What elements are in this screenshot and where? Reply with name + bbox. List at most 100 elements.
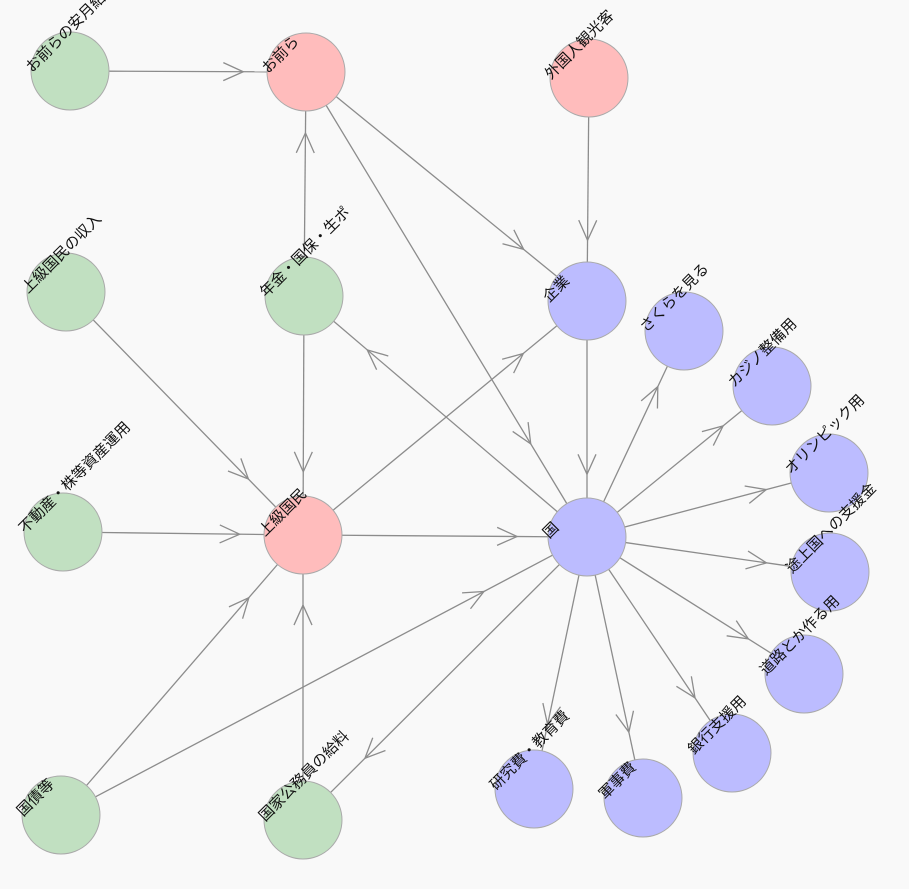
- node-circle[interactable]: [263, 780, 343, 860]
- edge-line: [625, 541, 792, 568]
- edge-gaikokujin-to-kigyou: [578, 116, 598, 263]
- edge-line: [341, 534, 549, 538]
- edge-line: [608, 569, 711, 721]
- edge-koumuin-to-joukyu: [293, 574, 313, 781]
- edge-kigyou-to-kuni: [577, 340, 597, 498]
- edge-line: [303, 110, 307, 258]
- edge-kuni-to-kenkyuu: [541, 575, 580, 751]
- arrow-head-icon: [640, 385, 659, 409]
- edge-kuni-to-gunji: [594, 574, 636, 761]
- arrow-head-icon: [744, 485, 768, 504]
- node-kenkyuu[interactable]: 研究費・教育費: [486, 707, 574, 829]
- arrow-head-icon: [701, 424, 725, 446]
- edge-kokusai-to-kuni: [95, 554, 553, 798]
- node-omaera[interactable]: お前ら: [258, 32, 346, 112]
- arrow-head-icon: [542, 702, 562, 727]
- node-kuni[interactable]: 国: [539, 497, 627, 577]
- edge-line: [335, 96, 558, 277]
- arrow-head-icon: [295, 131, 315, 154]
- edge-omaera-to-kuni: [325, 105, 568, 504]
- node-nenkin[interactable]: 年金・国保・生ポ: [256, 203, 354, 336]
- arrow-head-icon: [512, 422, 532, 446]
- edge-line: [92, 319, 277, 508]
- node-circle[interactable]: [732, 346, 812, 426]
- node-circle[interactable]: [23, 492, 103, 572]
- arrow-head-icon: [363, 737, 386, 760]
- edge-kuni-to-koumuin: [330, 564, 560, 793]
- arrow-head-icon: [745, 550, 769, 570]
- edge-line: [616, 410, 743, 513]
- edge-joukyu-shunyu-to-joukyu: [92, 319, 277, 508]
- node-circle[interactable]: [644, 291, 724, 371]
- edge-kokusai-to-joukyu: [86, 564, 278, 786]
- edge-line: [603, 366, 668, 502]
- node-circle[interactable]: [266, 32, 346, 112]
- edge-fudousan-to-joukyu: [101, 524, 265, 544]
- edge-kuni-to-douro: [619, 557, 772, 654]
- arrow-head-icon: [366, 348, 389, 370]
- edge-kuni-to-nenkin: [333, 320, 558, 513]
- node-circle[interactable]: [547, 261, 627, 341]
- arrow-head-icon: [676, 676, 696, 700]
- node-circle[interactable]: [21, 775, 101, 855]
- edge-omaera-to-kigyou: [335, 96, 558, 277]
- node-fudousan[interactable]: 不動産・株等資産運用: [15, 418, 134, 572]
- node-circle[interactable]: [494, 749, 574, 829]
- node-circle[interactable]: [263, 495, 343, 575]
- edge-nenkin-to-joukyu: [293, 334, 313, 497]
- arrow-head-icon: [496, 526, 519, 546]
- edge-line: [86, 564, 278, 786]
- arrow-head-icon: [502, 229, 525, 251]
- node-ginkou[interactable]: 銀行支援用: [684, 692, 772, 793]
- edge-kuni-to-sakura: [603, 366, 668, 502]
- edge-joukyu-to-kigyou: [332, 325, 558, 511]
- node-joukyu-shunyu[interactable]: 上級国民の収入: [18, 210, 106, 332]
- arrow-head-icon: [502, 352, 525, 374]
- arrow-head-icon: [228, 596, 250, 619]
- node-circle[interactable]: [790, 532, 870, 612]
- arrow-head-icon: [578, 219, 598, 242]
- edge-kuni-to-olympic: [624, 482, 792, 528]
- node-joukyu[interactable]: 上級国民: [255, 485, 343, 575]
- node-circle[interactable]: [764, 634, 844, 714]
- node-circle[interactable]: [789, 433, 869, 513]
- node-kokusai[interactable]: 国債等: [13, 775, 101, 855]
- node-omaera-yasu[interactable]: お前らの安月給: [22, 0, 110, 111]
- arrow-head-icon: [577, 454, 597, 476]
- edge-line: [541, 575, 580, 751]
- node-circle[interactable]: [692, 713, 772, 793]
- arrow-head-icon: [222, 62, 245, 82]
- node-koumuin[interactable]: 国家公務員の給料: [255, 727, 353, 860]
- edge-kuni-to-tojoukoku: [625, 541, 792, 570]
- node-kigyou[interactable]: 企業: [539, 261, 627, 341]
- node-circle[interactable]: [547, 497, 627, 577]
- edge-line: [619, 557, 772, 654]
- edge-line: [108, 70, 268, 73]
- edges-layer: [86, 62, 792, 798]
- edge-kuni-to-casino: [616, 410, 743, 513]
- node-gunji[interactable]: 軍事費: [595, 758, 683, 838]
- edge-line: [333, 320, 558, 513]
- edge-line: [332, 325, 558, 511]
- node-sakura[interactable]: さくらを見る: [636, 259, 724, 371]
- node-douro[interactable]: 道路とか作る用: [756, 592, 844, 714]
- arrow-head-icon: [227, 458, 250, 481]
- edge-line: [624, 482, 792, 528]
- arrow-head-icon: [219, 524, 242, 544]
- edge-omaera-yasu-to-omaera: [108, 62, 268, 82]
- node-circle[interactable]: [603, 758, 683, 838]
- arrow-head-icon: [615, 710, 635, 734]
- node-circle[interactable]: [264, 256, 344, 336]
- node-circle[interactable]: [549, 38, 629, 118]
- nodes-layer: お前らの安月給 お前ら 外国人観光客上級国民の収入 年金・国保・生ポ 企業さくらを見るカ…: [13, 0, 880, 860]
- node-circle[interactable]: [26, 252, 106, 332]
- node-gaikokujin[interactable]: 外国人観光客: [541, 6, 629, 118]
- arrow-head-icon: [462, 590, 486, 610]
- edge-line: [95, 554, 553, 798]
- node-circle[interactable]: [30, 31, 110, 111]
- edge-line: [594, 574, 636, 761]
- edge-kuni-to-ginkou: [608, 569, 711, 721]
- arrow-head-icon: [293, 451, 313, 474]
- node-casino[interactable]: カジノ整備用: [724, 315, 812, 426]
